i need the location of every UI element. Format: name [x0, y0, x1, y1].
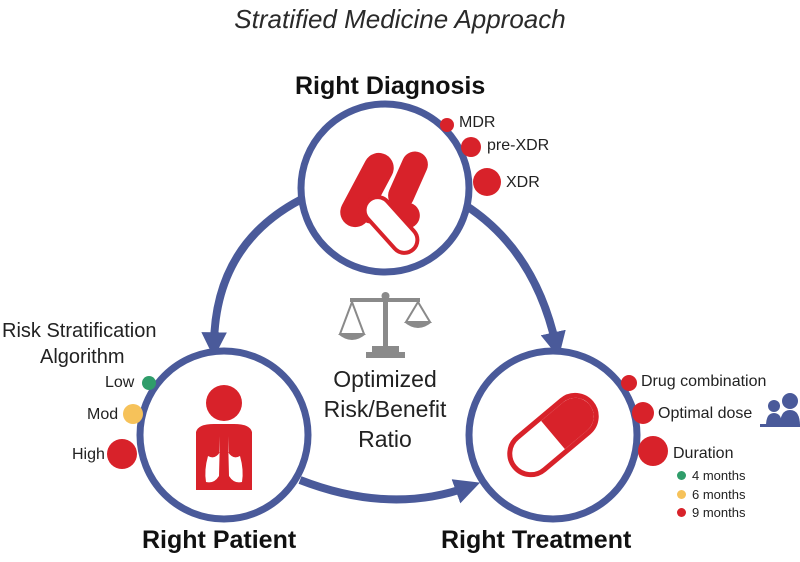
risk-low-dot — [142, 376, 156, 390]
duration-label: Duration — [673, 445, 734, 462]
right-diagnosis-label: Right Diagnosis — [295, 72, 486, 100]
duration-4-months-label: 4 months — [692, 468, 746, 483]
duration-6-months-dot — [677, 490, 686, 499]
xdr-label: XDR — [506, 174, 540, 191]
balance-scale-icon — [338, 292, 432, 358]
arrow-patient-to-treatment — [298, 476, 481, 504]
pill-capsule-icon — [507, 392, 599, 478]
bacteria-icon — [340, 151, 428, 255]
optimal-dose-label: Optimal dose — [658, 405, 753, 422]
mdr-label: MDR — [459, 114, 496, 131]
center-line1: Optimized — [333, 366, 437, 392]
drug-combination-dot — [621, 375, 637, 391]
risk-low-label: Low — [105, 374, 135, 391]
duration-4-months-dot — [677, 471, 686, 480]
people-consult-icon — [760, 393, 800, 427]
drug-combination-label: Drug combination — [641, 373, 767, 390]
duration-9-months-label: 9 months — [692, 505, 746, 520]
arrow-diagnosis-to-patient — [201, 196, 302, 358]
duration-9-months-dot — [677, 508, 686, 517]
risk-heading-line1: Risk Stratification — [2, 320, 157, 342]
duration-dot — [638, 436, 668, 466]
duration-6-months-label: 6 months — [692, 487, 746, 502]
arrow-diagnosis-to-treatment — [462, 201, 566, 358]
center-text: Optimized Risk/Benefit Ratio — [305, 364, 465, 454]
risk-heading-line2: Algorithm — [40, 346, 125, 368]
xdr-dot — [473, 168, 501, 196]
right-treatment-label: Right Treatment — [441, 526, 632, 554]
pre-xdr-dot — [461, 137, 481, 157]
risk-high-dot — [107, 439, 137, 469]
center-line3: Ratio — [358, 426, 412, 452]
pre-xdr-label: pre-XDR — [487, 137, 550, 154]
right-patient-label: Right Patient — [142, 526, 297, 554]
mdr-dot — [440, 118, 454, 132]
risk-high-label: High — [72, 446, 105, 463]
risk-mod-dot — [123, 404, 143, 424]
risk-mod-label: Mod — [87, 406, 119, 423]
patient-lungs-icon — [196, 385, 252, 490]
optimal-dose-dot — [632, 402, 654, 424]
page-title: Stratified Medicine Approach — [234, 4, 566, 34]
center-line2: Risk/Benefit — [323, 396, 447, 422]
